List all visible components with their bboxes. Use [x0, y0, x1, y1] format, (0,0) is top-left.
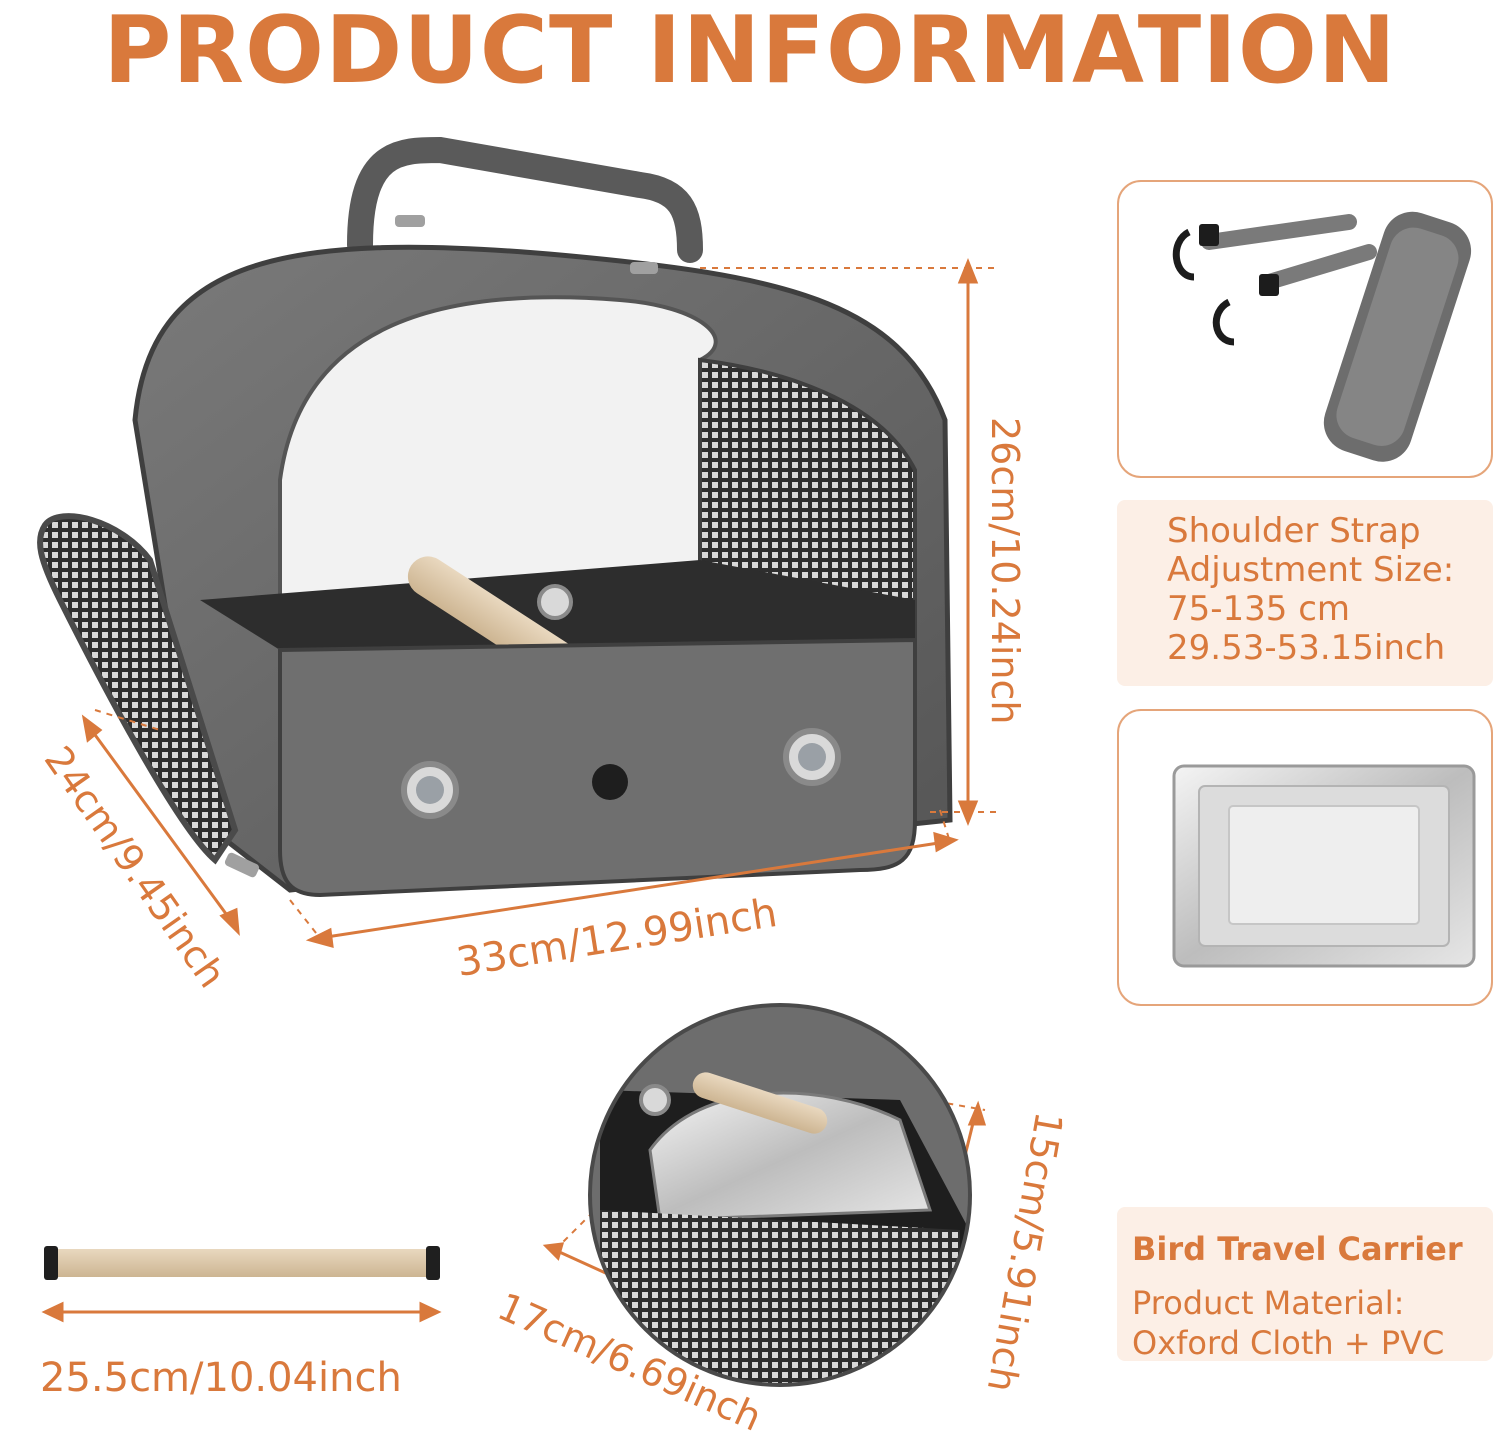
wooden-perch-image: [44, 1246, 440, 1280]
shoulder-strap-image: [1172, 211, 1472, 462]
material-value: Oxford Cloth + PVC: [1132, 1324, 1445, 1362]
page-title: PRODUCT INFORMATION: [103, 0, 1397, 104]
product-info-panel: Bird Travel Carrier Product Material: Ox…: [1117, 1207, 1493, 1362]
material-label: Product Material:: [1132, 1284, 1405, 1322]
strap-info-line4: 29.53-53.15inch: [1167, 628, 1446, 668]
strap-info-line3: 75-135 cm: [1167, 589, 1351, 629]
product-name: Bird Travel Carrier: [1132, 1230, 1463, 1268]
tray-closeup-image: [588, 1003, 972, 1387]
shoulder-strap-panel: [1117, 180, 1493, 478]
height-dimension-label: 26cm/10.24inch: [983, 417, 1027, 725]
strap-info-panel: Shoulder Strap Adjustment Size: 75-135 c…: [1117, 500, 1493, 686]
tray-panel: [1117, 709, 1493, 1006]
perch-length-label: 25.5cm/10.04inch: [40, 1355, 402, 1401]
steel-tray-image: [1172, 764, 1476, 968]
strap-info-line2: Adjustment Size:: [1167, 550, 1455, 590]
carrier-bag-image: [37, 136, 953, 898]
strap-info-line1: Shoulder Strap: [1167, 511, 1421, 551]
